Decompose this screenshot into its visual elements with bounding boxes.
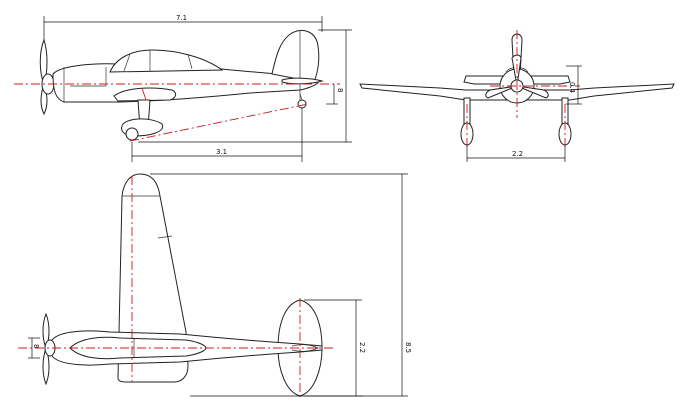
top-span-label: 8.5 [404, 342, 412, 353]
side-stabilizer [281, 77, 324, 85]
side-length-label: 7.1 [176, 14, 187, 22]
side-view: 7.1 3.1 8 [14, 14, 352, 162]
front-height-dim: 0.4 [566, 65, 582, 105]
side-length-dim: 7.1 [43, 14, 323, 40]
front-view: 2.2 0.4 [359, 30, 675, 162]
side-offset-dim: 8 [326, 84, 344, 105]
side-tail-wheel [297, 99, 307, 109]
front-track-label: 2.2 [512, 150, 523, 158]
top-prop-label: 8 [32, 344, 40, 348]
side-offset-label: 8 [336, 88, 344, 92]
top-prop-dim: 8 [28, 337, 40, 359]
front-track-dim: 2.2 [466, 146, 566, 162]
top-tail-label: 2.2 [358, 342, 366, 353]
side-wheelbase-dim: 3.1 [131, 108, 303, 162]
side-propeller [39, 38, 55, 116]
side-canopy [109, 49, 224, 73]
side-main-wheel [125, 127, 139, 141]
top-propeller [42, 312, 56, 386]
front-height-label: 0.4 [568, 82, 576, 94]
side-fin [271, 30, 320, 83]
side-wheelbase-label: 3.1 [216, 148, 227, 156]
top-span-dim: 8.5 [150, 173, 412, 397]
side-wing [113, 87, 177, 102]
side-height-dim [138, 29, 352, 143]
top-view: 8 2.2 8.5 [18, 173, 412, 398]
